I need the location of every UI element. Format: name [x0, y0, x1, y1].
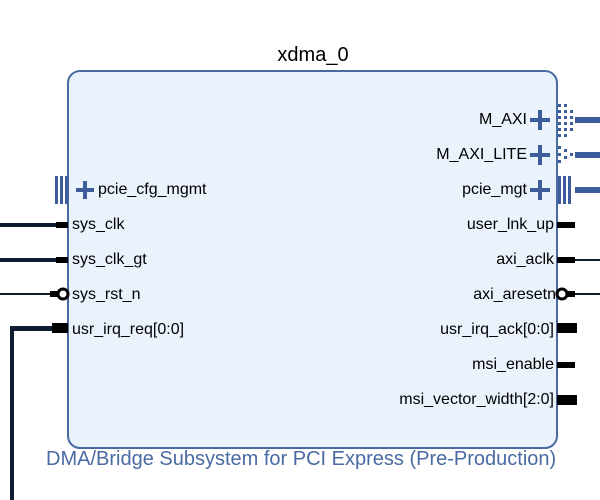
- axi-aresetn-inversion-bubble: [555, 287, 569, 301]
- port-label-msi-vector-width[interactable]: msi_vector_width[2:0]: [399, 391, 554, 408]
- pcie-cfg-mgmt-connector[interactable]: [55, 176, 68, 204]
- port-label-usr-irq-req[interactable]: usr_irq_req[0:0]: [72, 321, 185, 338]
- m-axi-connector[interactable]: [558, 104, 600, 137]
- sys-rst-n-wire[interactable]: [0, 287, 70, 301]
- port-label-m-axi-lite[interactable]: M_AXI_LITE: [436, 146, 527, 163]
- block-instance-name[interactable]: xdma_0: [277, 44, 349, 66]
- user-lnk-up-pin[interactable]: [557, 222, 575, 228]
- pcie-cfg-mgmt-plus-icon[interactable]: [76, 181, 94, 199]
- sys-clk-gt-wire[interactable]: [0, 257, 68, 263]
- axi-aclk-wire[interactable]: [557, 257, 600, 263]
- axi-aresetn-wire[interactable]: [555, 287, 600, 301]
- port-label-sys-clk-gt[interactable]: sys_clk_gt: [72, 251, 147, 268]
- port-label-axi-aclk[interactable]: axi_aclk: [496, 251, 554, 268]
- port-label-axi-aresetn[interactable]: axi_aresetn: [473, 286, 556, 303]
- watermark: 知乎 @王阳: [504, 468, 590, 487]
- m-axi-lite-connector[interactable]: [558, 146, 600, 163]
- sys-clk-wire[interactable]: [0, 222, 68, 228]
- usr-irq-ack-pin[interactable]: [557, 323, 577, 333]
- port-label-pcie-mgt[interactable]: pcie_mgt: [462, 181, 527, 198]
- sys-rst-n-inversion-bubble: [56, 287, 70, 301]
- port-label-user-lnk-up[interactable]: user_lnk_up: [466, 216, 554, 233]
- pcie-mgt-plus-icon[interactable]: [530, 180, 550, 200]
- block-ip-name: DMA/Bridge Subsystem for PCI Express (Pr…: [46, 448, 557, 470]
- port-label-sys-rst-n[interactable]: sys_rst_n: [72, 286, 141, 303]
- pcie-mgt-connector[interactable]: [558, 176, 600, 204]
- port-label-msi-enable[interactable]: msi_enable: [472, 356, 554, 373]
- msi-vector-width-pin[interactable]: [557, 395, 577, 405]
- msi-enable-pin[interactable]: [557, 362, 575, 368]
- m-axi-plus-icon[interactable]: [530, 110, 550, 130]
- port-label-usr-irq-ack[interactable]: usr_irq_ack[0:0]: [440, 321, 554, 338]
- usr-irq-req-wire[interactable]: [10, 323, 68, 500]
- port-label-m-axi[interactable]: M_AXI: [478, 111, 527, 128]
- port-label-sys-clk[interactable]: sys_clk: [72, 216, 125, 233]
- m-axi-lite-plus-icon[interactable]: [530, 145, 550, 165]
- port-label-pcie-cfg-mgmt[interactable]: pcie_cfg_mgmt: [98, 181, 207, 198]
